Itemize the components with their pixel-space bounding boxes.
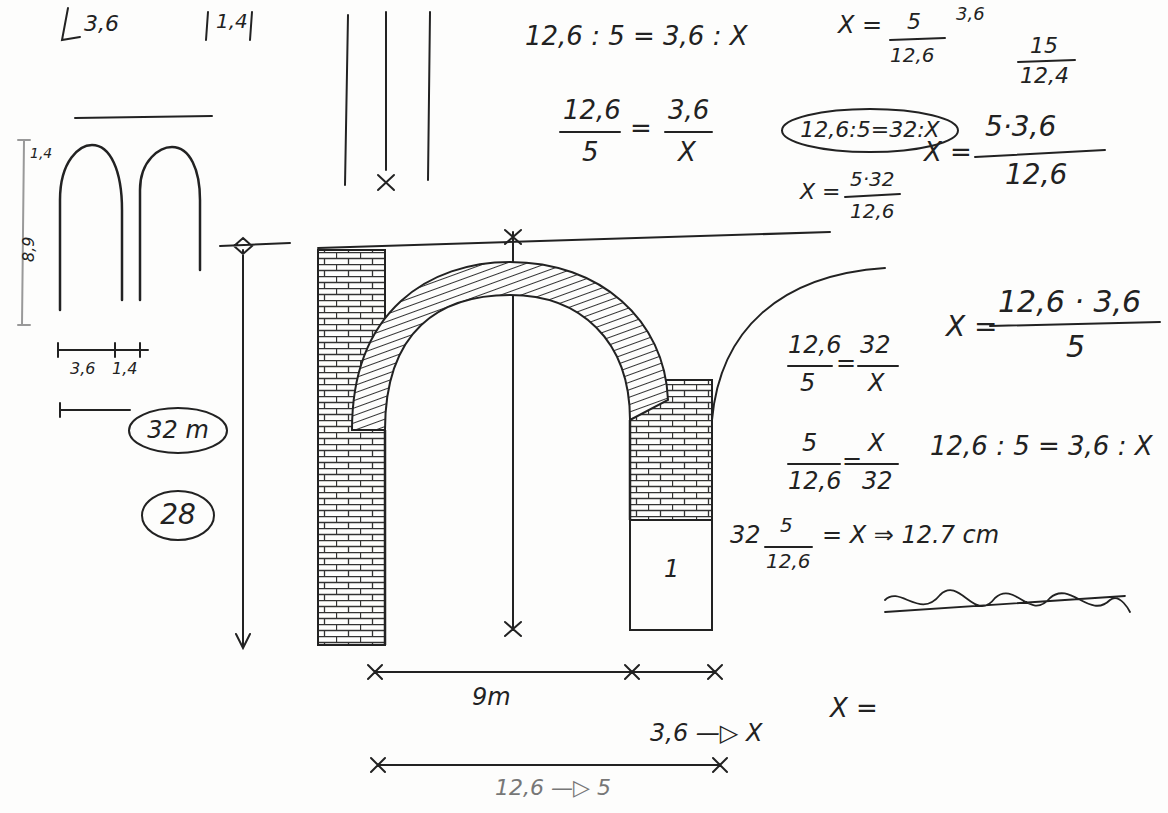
handwritten-note: 1: [664, 556, 679, 582]
handwritten-note: 32: [860, 332, 891, 358]
handwritten-note: 12,6 : 5 = 3,6 : X: [930, 432, 1153, 461]
handwritten-note: 12,6 : 5 = 3,6 : X: [525, 22, 748, 51]
handwritten-note: 5: [1066, 330, 1085, 363]
left-pier: [318, 250, 385, 645]
handwritten-note: 3,6: [668, 96, 709, 125]
note-text: 32 m: [147, 417, 209, 443]
dimension-line: [60, 403, 130, 417]
handwritten-note: X =: [946, 312, 998, 343]
handwritten-note: 9m: [472, 684, 511, 710]
dimension: 8,9: [20, 237, 38, 262]
dimension: 1,4: [112, 360, 137, 378]
circled-note: 32 m: [127, 406, 229, 455]
handwritten-note: 5: [800, 370, 815, 396]
handwritten-note: 12,4: [1020, 64, 1069, 88]
handwritten-note: =: [836, 350, 856, 376]
handwritten-note: 5·32: [850, 168, 895, 190]
circled-note: 28: [140, 489, 216, 542]
dimension: 1,4: [216, 10, 248, 32]
handwritten-note: X =: [830, 694, 878, 723]
handwritten-note: 32: [730, 522, 761, 548]
vertical-sketch: [345, 12, 430, 190]
handwritten-note: 5: [802, 430, 817, 456]
handwritten-note: 12,6: [1005, 160, 1067, 191]
height-bracket: [18, 140, 30, 325]
handwritten-note: 32: [862, 468, 893, 494]
handwritten-note: 12,6: [890, 44, 935, 66]
handwritten-note: X: [678, 138, 696, 167]
note-text: 12,6:5=32:X: [800, 118, 939, 142]
handwritten-note: =: [630, 114, 652, 143]
handwritten-note: 12,6: [766, 550, 811, 572]
small-arches: [60, 145, 200, 310]
handwritten-note: 12,6 —▷ 5: [495, 776, 611, 800]
handwritten-note: X =: [838, 12, 882, 38]
next-arch: [712, 268, 885, 420]
handwritten-note: 5: [907, 10, 921, 34]
handwritten-note: 5: [582, 138, 599, 167]
dimension-line: [368, 665, 722, 679]
handwritten-note: X: [868, 430, 884, 456]
handwritten-note: 12,6 · 3,6: [998, 285, 1141, 318]
handwritten-note: 15: [1030, 34, 1058, 58]
top-line: [318, 232, 830, 248]
arch-intrados: [385, 420, 630, 645]
height-arrow: [220, 238, 290, 648]
handwritten-note: X: [868, 370, 884, 396]
dimension-line: [58, 343, 148, 357]
handwritten-note: 12,6: [850, 200, 895, 222]
fraction-bars: [560, 38, 1160, 547]
handwritten-note: 3,6 —▷ X: [650, 720, 762, 746]
handwritten-note: X =: [924, 138, 972, 167]
handwritten-note: 5: [780, 514, 793, 536]
handwritten-note: =: [842, 448, 862, 474]
note-text: 28: [160, 500, 196, 531]
handwritten-note: 12,6: [563, 96, 621, 125]
arch-ring: [352, 262, 668, 430]
crossed-out-scribble: [885, 590, 1130, 612]
right-pier: [630, 520, 712, 630]
arch-ring-ground: [352, 262, 668, 430]
handwritten-note: 5·3,6: [985, 112, 1056, 143]
dimension-line: [371, 758, 727, 772]
dimension: 1,4: [30, 146, 52, 161]
handwritten-note: 12,6: [788, 468, 841, 494]
handwritten-note: = X ⇒ 12.7 cm: [822, 522, 999, 548]
handwritten-note: 3,6: [956, 4, 985, 24]
top-line: [75, 116, 212, 118]
angle-mark: [62, 8, 80, 40]
dimension: 3,6: [84, 12, 119, 36]
handwritten-note: 12,6: [788, 332, 841, 358]
dimension: 3,6: [70, 360, 95, 378]
handwritten-note: X =: [800, 180, 841, 204]
